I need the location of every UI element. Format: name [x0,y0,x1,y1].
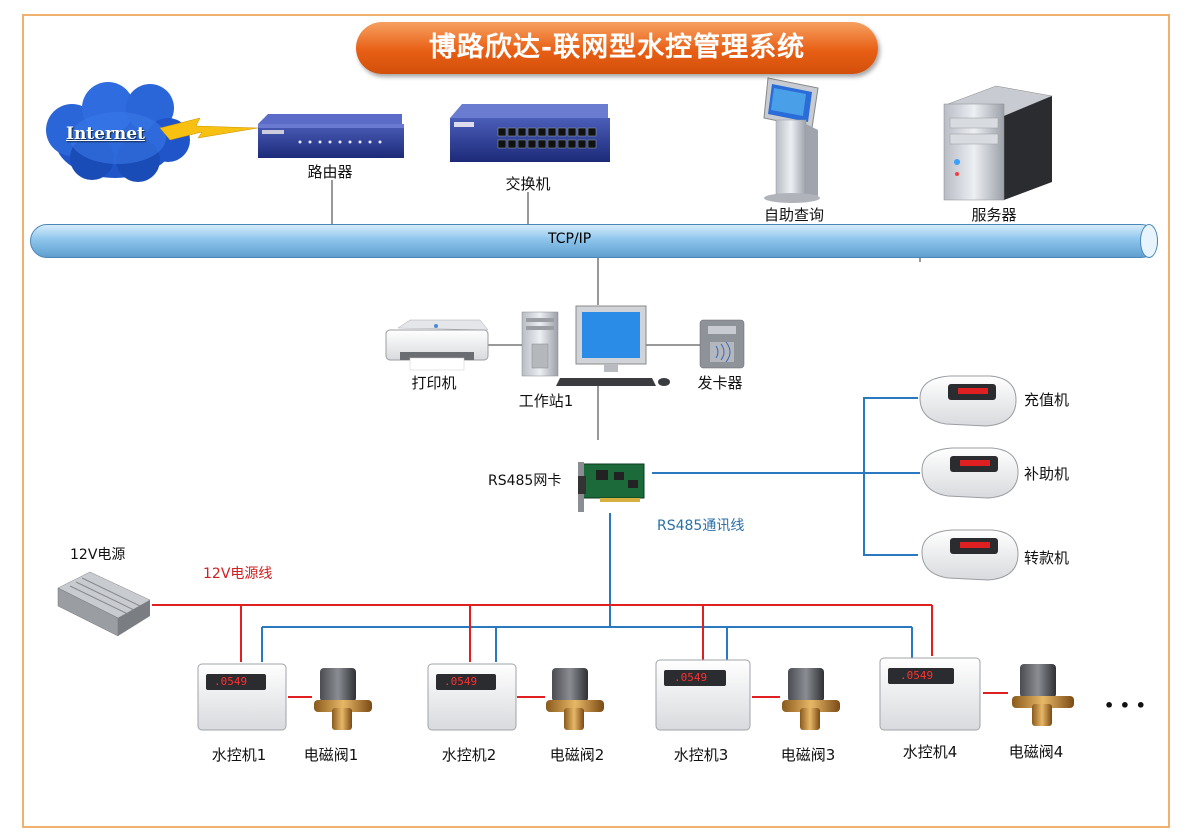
recharge-label: 充值机 [1024,391,1070,409]
valve-label-4: 电磁阀4 [1008,743,1064,761]
controller-display: .0549 [444,675,478,688]
server-label: 服务器 [971,206,1017,224]
water-controller-icon [655,659,751,731]
bus-end-cap [1140,224,1158,258]
server-icon [943,85,1053,201]
subsidy-label: 补助机 [1024,465,1070,483]
router-icon [258,114,404,158]
solenoid-valve-icon [546,668,604,730]
more-units-ellipsis: • • • [1104,696,1146,715]
printer-icon [385,319,489,371]
power-supply-label: 12V电源 [70,547,126,563]
rs485-lines [261,397,920,662]
valve-label-1: 电磁阀1 [303,746,359,764]
controller-display: .0549 [900,669,934,682]
controller-label-2: 水控机2 [441,746,497,764]
rs485-card-icon [578,462,645,512]
card-issuer-icon [699,319,745,369]
controller-label-3: 水控机3 [673,746,729,764]
controller-label-4: 水控机4 [902,743,958,761]
controller-label-1: 水控机1 [211,746,267,764]
power-supply-icon [57,571,151,637]
internet-label: Internet [66,124,145,144]
bus-label: TCP/IP [548,231,592,247]
water-controller-icon [427,663,517,731]
switch-icon [450,104,610,162]
controller-display: .0549 [214,675,248,688]
power-lines [152,604,1008,698]
internet-cloud-icon [46,82,190,182]
workstation-label: 工作站1 [518,392,574,410]
solenoid-valve-icon [1012,664,1074,726]
solenoid-valve-icon [782,668,840,730]
water-controller-icon [879,657,981,731]
valve-label-2: 电磁阀2 [549,746,605,764]
recharge-terminal-icon [919,375,1017,427]
tcp-ip-bus [30,224,1158,258]
workstation-icon [521,305,670,386]
diagram-frame [22,14,1170,828]
rs485-line-label: RS485通讯线 [657,518,745,534]
printer-label: 打印机 [411,374,457,392]
power-line-label: 12V电源线 [203,566,273,582]
kiosk-label: 自助查询 [763,206,825,224]
rs485-card-label: RS485网卡 [488,473,562,489]
page-title: 博路欣达-联网型水控管理系统 [356,22,878,74]
lightning-icon [159,117,259,141]
water-controller-icon [197,663,287,731]
controller-display: .0549 [674,671,708,684]
kiosk-icon [763,77,820,203]
subsidy-terminal-icon [921,447,1019,499]
transfer-label: 转款机 [1024,549,1070,567]
card-issuer-label: 发卡器 [697,374,743,392]
valve-label-3: 电磁阀3 [780,746,836,764]
transfer-terminal-icon [921,529,1019,581]
switch-label: 交换机 [505,175,551,193]
solenoid-valve-icon [314,668,372,730]
router-label: 路由器 [307,163,353,181]
